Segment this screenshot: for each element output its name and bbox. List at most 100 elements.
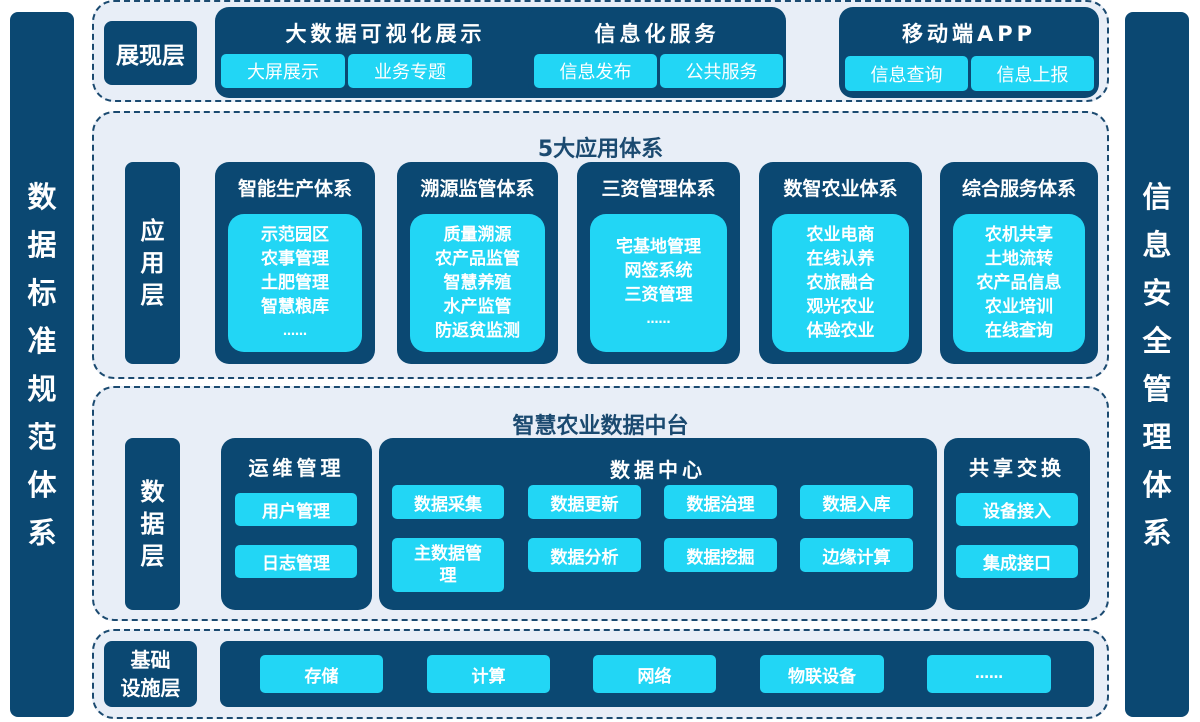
compute-button[interactable]: 计算 bbox=[427, 655, 550, 693]
data-mining-button[interactable]: 数据挖掘 bbox=[664, 538, 777, 572]
group-title: 大数据可视化展示 bbox=[285, 22, 486, 46]
system-title: 溯源监管体系 bbox=[420, 178, 535, 200]
share-exchange-card: 共享交换 设备接入 集成接口 bbox=[944, 438, 1090, 610]
label-char: 据 bbox=[140, 510, 165, 538]
presentation-layer-label: 展现层 bbox=[104, 21, 197, 85]
data-governance-button[interactable]: 数据治理 bbox=[664, 485, 777, 519]
data-collection-button[interactable]: 数据采集 bbox=[392, 485, 504, 519]
system-item[interactable]: 智慧粮库 bbox=[261, 297, 329, 317]
panel-char: 系 bbox=[1142, 515, 1172, 550]
system-item[interactable]: 在线查询 bbox=[985, 321, 1053, 341]
application-layer-band: 5大应用体系 应 用 层 智能生产体系 示范园区 农事管理 土肥管理 智慧粮库 … bbox=[92, 111, 1109, 379]
device-access-button[interactable]: 设备接入 bbox=[956, 493, 1078, 526]
master-data-button[interactable]: 主数据管理 bbox=[392, 538, 504, 592]
label-char: 数 bbox=[140, 478, 165, 506]
big-screen-button[interactable]: 大屏展示 bbox=[221, 54, 345, 88]
system-item[interactable]: 农业培训 bbox=[985, 297, 1053, 317]
business-topic-button[interactable]: 业务专题 bbox=[348, 54, 472, 88]
system-item[interactable]: 质量溯源 bbox=[443, 225, 512, 245]
panel-char: 全 bbox=[1142, 323, 1172, 358]
panel-char: 据 bbox=[27, 227, 57, 262]
system-item[interactable]: 三资管理 bbox=[624, 285, 693, 305]
system-item[interactable]: 宅基地管理 bbox=[616, 237, 701, 257]
three-assets-system: 三资管理体系 宅基地管理 网签系统 三资管理 …… bbox=[577, 162, 740, 364]
panel-char: 数 bbox=[27, 179, 57, 214]
system-item[interactable]: 农旅融合 bbox=[806, 273, 875, 293]
info-security-panel: 信 息 安 全 管 理 体 系 bbox=[1125, 12, 1189, 717]
user-management-button[interactable]: 用户管理 bbox=[235, 493, 357, 526]
label-char: 层 bbox=[140, 542, 165, 570]
label-char: 用 bbox=[140, 249, 165, 277]
infrastructure-layer-band: 基础 设施层 存储 计算 网络 物联设备 …… bbox=[92, 629, 1109, 719]
integration-interface-button[interactable]: 集成接口 bbox=[956, 545, 1078, 578]
info-publish-button[interactable]: 信息发布 bbox=[534, 54, 657, 88]
label-line: 基础 bbox=[130, 648, 171, 672]
data-layer-label: 数 据 层 bbox=[125, 438, 180, 610]
ops-management-card: 运维管理 用户管理 日志管理 bbox=[221, 438, 372, 610]
traceability-system: 溯源监管体系 质量溯源 农产品监管 智慧养殖 水产监管 防返贫监测 bbox=[397, 162, 558, 364]
panel-char: 安 bbox=[1142, 275, 1172, 310]
system-item[interactable]: 在线认养 bbox=[806, 249, 875, 269]
system-item[interactable]: 网签系统 bbox=[624, 261, 693, 281]
smart-production-system: 智能生产体系 示范园区 农事管理 土肥管理 智慧粮库 …… bbox=[215, 162, 375, 364]
system-title: 智能生产体系 bbox=[237, 178, 352, 200]
system-item[interactable]: 观光农业 bbox=[806, 297, 875, 317]
system-item[interactable]: 智慧养殖 bbox=[443, 273, 512, 293]
data-storage-button[interactable]: 数据入库 bbox=[800, 485, 913, 519]
system-item[interactable]: 农事管理 bbox=[261, 249, 329, 269]
panel-char: 体 bbox=[1142, 467, 1172, 502]
system-item[interactable]: 水产监管 bbox=[443, 297, 512, 317]
network-button[interactable]: 网络 bbox=[593, 655, 716, 693]
storage-button[interactable]: 存储 bbox=[260, 655, 383, 693]
panel-char: 系 bbox=[27, 515, 57, 550]
panel-char: 规 bbox=[27, 371, 57, 406]
infrastructure-layer-label: 基础 设施层 bbox=[104, 641, 197, 707]
system-item[interactable]: 农机共享 bbox=[985, 225, 1053, 245]
group-title: 信息化服务 bbox=[594, 22, 720, 46]
public-service-button[interactable]: 公共服务 bbox=[660, 54, 783, 88]
system-item[interactable]: 体验农业 bbox=[806, 321, 875, 341]
exchange-title: 共享交换 bbox=[969, 456, 1065, 480]
system-title: 综合服务体系 bbox=[961, 178, 1076, 200]
data-update-button[interactable]: 数据更新 bbox=[528, 485, 641, 519]
edge-computing-button[interactable]: 边缘计算 bbox=[800, 538, 913, 572]
panel-char: 息 bbox=[1142, 227, 1172, 262]
panel-char: 管 bbox=[1142, 371, 1172, 406]
system-items: 农机共享 土地流转 农产品信息 农业培训 在线查询 bbox=[953, 214, 1085, 352]
system-item[interactable]: 农业电商 bbox=[806, 225, 875, 245]
system-item[interactable]: 示范园区 bbox=[261, 225, 329, 245]
system-item[interactable]: 农产品信息 bbox=[976, 273, 1062, 293]
application-section-title: 5大应用体系 bbox=[537, 137, 664, 162]
integrated-service-system: 综合服务体系 农机共享 土地流转 农产品信息 农业培训 在线查询 bbox=[940, 162, 1098, 364]
system-items: 示范园区 农事管理 土肥管理 智慧粮库 …… bbox=[228, 214, 362, 352]
digital-agri-system: 数智农业体系 农业电商 在线认养 农旅融合 观光农业 体验农业 bbox=[759, 162, 922, 364]
panel-char: 信 bbox=[1142, 179, 1172, 214]
system-item-more: …… bbox=[283, 324, 307, 338]
data-analysis-button[interactable]: 数据分析 bbox=[528, 538, 641, 572]
panel-char: 体 bbox=[27, 467, 57, 502]
system-item[interactable]: 农产品监管 bbox=[435, 249, 520, 269]
data-standards-panel: 数 据 标 准 规 范 体 系 bbox=[10, 12, 74, 717]
data-layer-band: 智慧农业数据中台 数 据 层 运维管理 用户管理 日志管理 数据中心 数据采集 … bbox=[92, 386, 1109, 621]
panel-char: 标 bbox=[27, 275, 57, 310]
system-item[interactable]: 防返贫监测 bbox=[435, 321, 520, 341]
system-item[interactable]: 土肥管理 bbox=[261, 273, 329, 293]
info-query-button[interactable]: 信息查询 bbox=[845, 56, 968, 91]
data-platform-title: 智慧农业数据中台 bbox=[512, 414, 689, 439]
iot-device-button[interactable]: 物联设备 bbox=[760, 655, 884, 693]
panel-char: 理 bbox=[1142, 419, 1172, 454]
system-item[interactable]: 土地流转 bbox=[985, 249, 1053, 269]
presentation-layer-band: 展现层 大数据可视化展示 大屏展示 业务专题 信息化服务 信息发布 公共服务 移… bbox=[92, 0, 1109, 102]
ops-title: 运维管理 bbox=[248, 456, 345, 480]
label-line: 设施层 bbox=[120, 676, 181, 700]
data-center-card: 数据中心 数据采集 数据更新 数据治理 数据入库 主数据管理 数据分析 数据挖掘… bbox=[379, 438, 937, 610]
application-layer-label: 应 用 层 bbox=[125, 162, 180, 364]
system-item-more: …… bbox=[646, 312, 671, 326]
log-management-button[interactable]: 日志管理 bbox=[235, 545, 357, 578]
visualization-group: 大数据可视化展示 大屏展示 业务专题 bbox=[215, 7, 556, 98]
system-title: 三资管理体系 bbox=[601, 178, 716, 200]
info-report-button[interactable]: 信息上报 bbox=[971, 56, 1094, 91]
label-char: 层 bbox=[140, 281, 165, 309]
infrastructure-container: 存储 计算 网络 物联设备 …… bbox=[220, 641, 1094, 707]
system-items: 质量溯源 农产品监管 智慧养殖 水产监管 防返贫监测 bbox=[410, 214, 545, 352]
